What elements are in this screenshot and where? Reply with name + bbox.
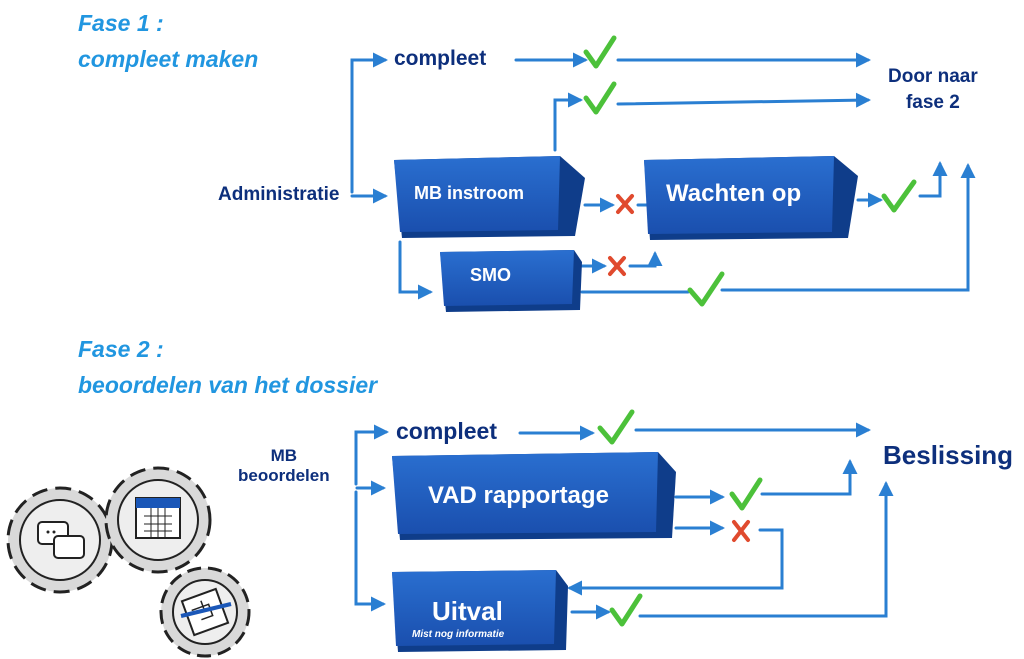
check-icon	[687, 271, 725, 307]
vad-rapportage-label: VAD rapportage	[428, 482, 609, 509]
check-icon	[597, 409, 635, 445]
phase2-heading: Fase 2 :	[78, 336, 164, 362]
cross-icon	[616, 194, 634, 214]
arrow-cross2-up	[628, 251, 663, 268]
arrow-check-to-beslissing-2	[760, 459, 858, 496]
arrow-smo-check-to-fase2	[720, 163, 976, 292]
arrow-mb-beoordelen-to-compleet	[354, 424, 389, 486]
phase1-heading: Fase 1 :	[78, 10, 164, 36]
wachten-op-label: Wachten op	[666, 180, 802, 207]
check-icon	[609, 593, 643, 627]
compleet-label: compleet	[394, 47, 487, 70]
check-icon	[583, 81, 617, 115]
chat-bubbles-gear-icon	[6, 486, 114, 594]
uitval-label: Uitval	[432, 596, 503, 626]
box-uitval	[392, 570, 568, 652]
check-icon	[729, 477, 763, 511]
arrow-check3-to-fase2	[918, 161, 948, 198]
maze-gear-icon	[159, 566, 251, 658]
smo-label: SMO	[470, 265, 512, 285]
arrow-mb-instroom-up	[553, 92, 583, 152]
check-icon	[583, 35, 617, 69]
arrow-check2-to-fase2	[616, 92, 871, 108]
check-icon	[881, 179, 917, 213]
box-smo	[440, 250, 582, 312]
arrow-cross-to-uitval	[567, 528, 784, 596]
door-naar-fase2-label: Door naar fase 2	[888, 66, 978, 113]
administratie-label: Administratie	[218, 184, 340, 205]
box-wachten-op	[644, 156, 858, 240]
box-mb-instroom	[394, 156, 585, 238]
box-vad-rapportage	[392, 452, 676, 540]
phase1-subheading: compleet maken	[78, 46, 259, 72]
beslissing-label: Beslissing	[883, 440, 1014, 470]
uitval-sublabel: Mist nog informatie	[412, 629, 505, 640]
mb-beoordelen-label: MB beoordelen	[238, 446, 330, 485]
arrow-mb-instroom-to-smo	[398, 240, 433, 300]
phase2-subheading: beoordelen van het dossier	[78, 372, 378, 398]
cross-icon	[732, 520, 750, 542]
calendar-gear-icon	[104, 466, 212, 574]
compleet-label-2: compleet	[396, 418, 497, 444]
arrow-uitval-check-to-beslissing	[638, 481, 894, 618]
arrow-mb-beoordelen-to-uitval	[354, 490, 386, 612]
cross-icon	[608, 256, 626, 276]
mb-instroom-label: MB instroom	[414, 183, 524, 203]
arrow-admin-to-compleet	[350, 52, 388, 194]
